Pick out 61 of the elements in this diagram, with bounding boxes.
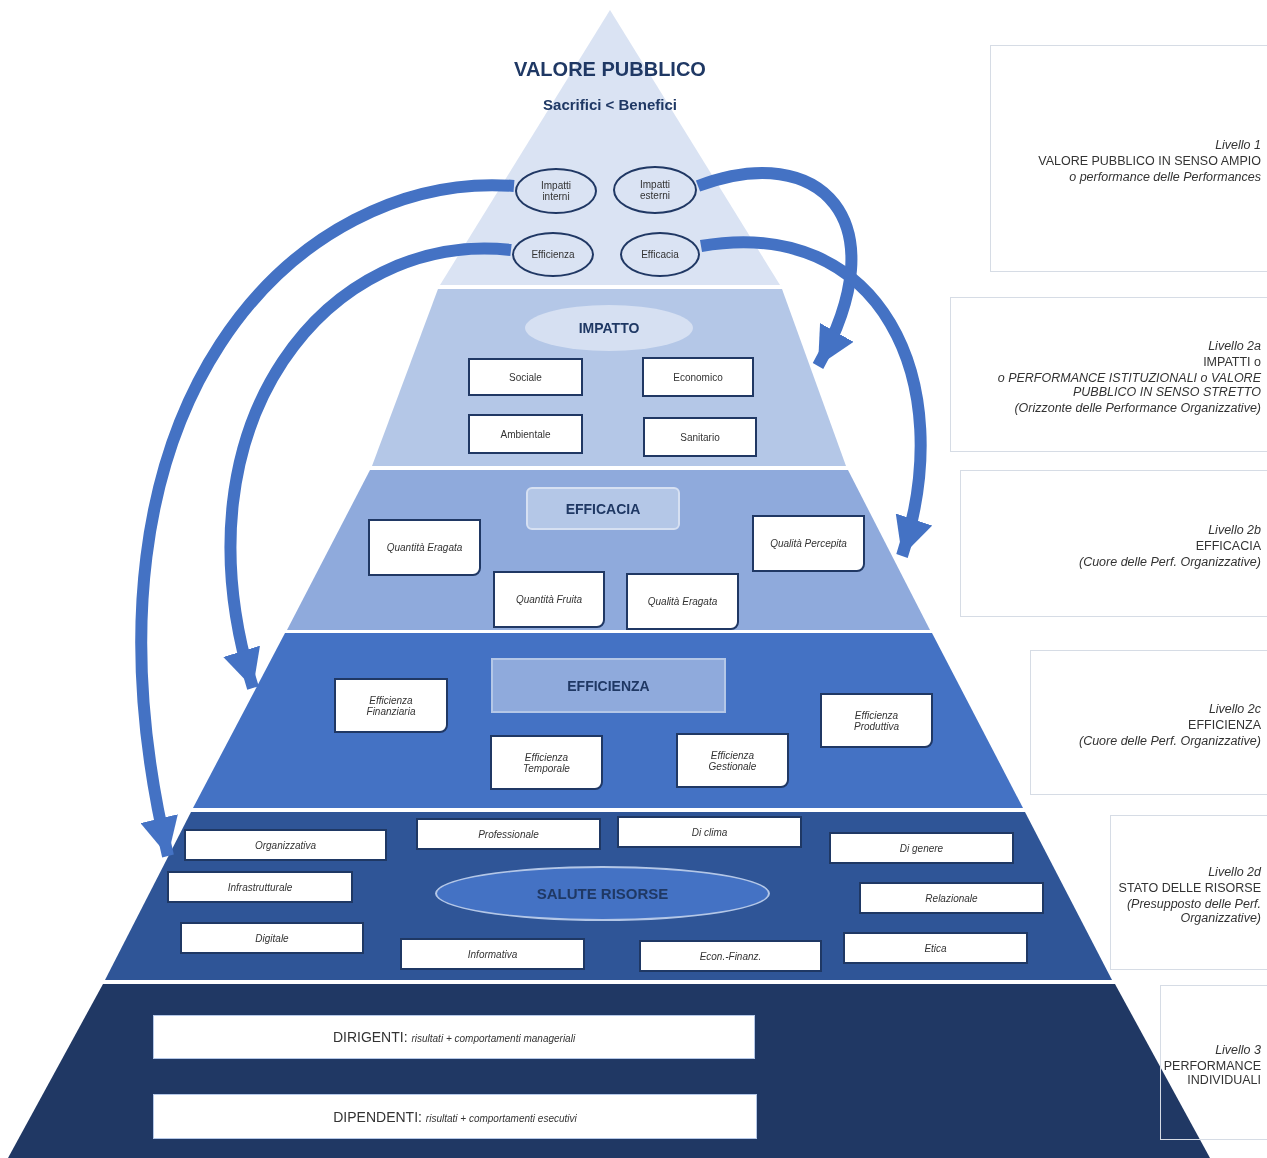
text-box: Sociale: [468, 358, 583, 396]
pyramid-tier: [372, 289, 846, 466]
level-label: Livello 2a: [1208, 338, 1261, 353]
text-box: Etica: [843, 932, 1028, 964]
level-description: EFFICACIA: [1195, 538, 1261, 553]
text-box: Informativa: [400, 938, 585, 970]
info-panel: [990, 45, 1267, 272]
info-panel: [1160, 985, 1267, 1140]
curved-arrow: [700, 236, 931, 558]
info-panel: [960, 470, 1267, 617]
level-label: Livello 2d: [1208, 864, 1261, 879]
text-box: Di genere: [829, 832, 1014, 864]
text-box: Infrastrutturale: [167, 871, 353, 903]
heading: VALORE PUBBLICO: [514, 58, 706, 81]
info-panel: [1110, 815, 1267, 970]
text-box: Digitale: [180, 922, 364, 954]
pyramid-tier: [287, 470, 930, 630]
info-panel: [950, 297, 1267, 452]
curved-arrow: [696, 167, 857, 369]
note-box: Efficienza Produttiva: [820, 693, 933, 748]
note-box: Efficienza Temporale: [490, 735, 603, 790]
note-box: Efficienza Finanziaria: [334, 678, 448, 733]
level-description: o PERFORMANCE ISTITUZIONALI o VALORE PUBBLICO IN SENSO STRETTO: [996, 370, 1261, 399]
pyramid-tier: [105, 812, 1112, 980]
level-description: IMPATTI o: [1203, 354, 1261, 369]
level-description: EFFICIENZA: [1188, 717, 1261, 732]
text-box: Ambientale: [468, 414, 583, 454]
level-label: Livello 3: [1215, 1042, 1261, 1057]
note-box: Quantità Eragata: [368, 519, 481, 576]
text-box: DIRIGENTI: risultati + comportamenti manageriali: [153, 1015, 755, 1059]
note-box: Quantità Fruita: [493, 571, 605, 628]
heading-box: EFFICACIA: [526, 487, 680, 530]
curved-arrow: [224, 243, 512, 690]
text-box: Economico: [642, 357, 754, 397]
note-box: Qualità Percepita: [752, 515, 865, 572]
text-box: Di clima: [617, 816, 802, 848]
pyramid-tier: [440, 10, 780, 285]
note-box: Qualità Eragata: [626, 573, 739, 630]
text-box: Sanitario: [643, 417, 757, 457]
level-description: o performance delle Performances: [1069, 169, 1261, 184]
note-box: Efficienza Gestionale: [676, 733, 789, 788]
text-box: DIPENDENTI: risultati + comportamenti esecutivi: [153, 1094, 757, 1139]
text-box: Organizzativa: [184, 829, 387, 861]
level-description: (Presupposto delle Perf. Organizzative): [1125, 896, 1261, 925]
subheading: Sacrifici < Benefici: [543, 96, 677, 113]
level-description: (Orizzonte delle Performance Organizzative): [1014, 400, 1261, 415]
level-description: (Cuore delle Perf. Organizzative): [1078, 733, 1261, 748]
level-description: (Cuore delle Perf. Organizzative): [1078, 554, 1261, 569]
info-panel: [1030, 650, 1267, 795]
level-description: PERFORMANCE INDIVIDUALI: [1163, 1058, 1261, 1087]
pyramid-tier: [193, 633, 1023, 808]
heading-box: EFFICIENZA: [491, 658, 726, 713]
level-label: Livello 1: [1215, 137, 1261, 152]
level-description: VALORE PUBBLICO IN SENSO AMPIO: [1038, 153, 1261, 168]
text-box: Relazionale: [859, 882, 1044, 914]
text-box: Econ.-Finanz.: [639, 940, 822, 972]
level-label: Livello 2c: [1208, 701, 1261, 716]
level-label: Livello 2b: [1208, 522, 1261, 537]
curved-arrow: [135, 180, 515, 858]
text-box: Professionale: [416, 818, 601, 850]
level-description: STATO DELLE RISORSE: [1118, 880, 1261, 895]
